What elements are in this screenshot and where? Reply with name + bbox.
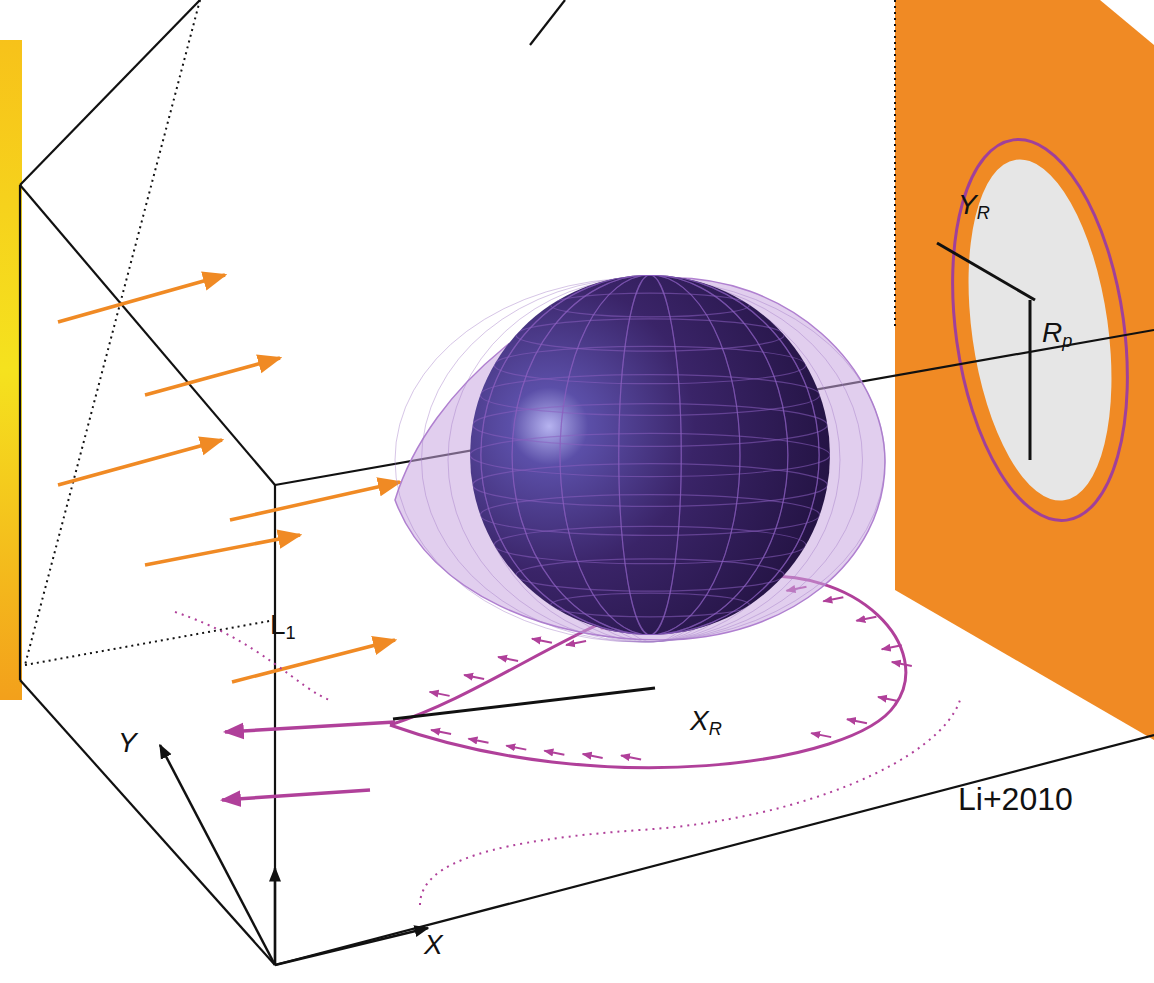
- planet-grid: [470, 275, 830, 635]
- planet-shadow: [949, 150, 1132, 510]
- citation: Li+2010: [958, 782, 1073, 817]
- axis-label: X: [424, 930, 443, 961]
- roche-shadow-ring: [930, 128, 1150, 532]
- dimension-label: XR: [690, 706, 722, 737]
- dimension-label: Rp: [1042, 318, 1072, 349]
- stellar-wind-arrows: [58, 275, 400, 682]
- escaping-flow-arrows: [222, 722, 395, 800]
- planet: [470, 275, 830, 635]
- star-edge: [0, 40, 22, 700]
- dimension-label: YR: [958, 190, 990, 221]
- rp-dimension: [1029, 300, 1032, 460]
- xr-dimension: [393, 688, 655, 719]
- lagrange-point-label: L1: [270, 610, 296, 641]
- yr-dimension: [937, 243, 1035, 300]
- projection-plane: [895, 0, 1154, 740]
- axes: [160, 745, 428, 965]
- outer-flow-boundary: [175, 612, 960, 905]
- axis-label: Y: [118, 728, 137, 759]
- box-edges: [20, 0, 1154, 965]
- hidden-edges: [25, 0, 895, 665]
